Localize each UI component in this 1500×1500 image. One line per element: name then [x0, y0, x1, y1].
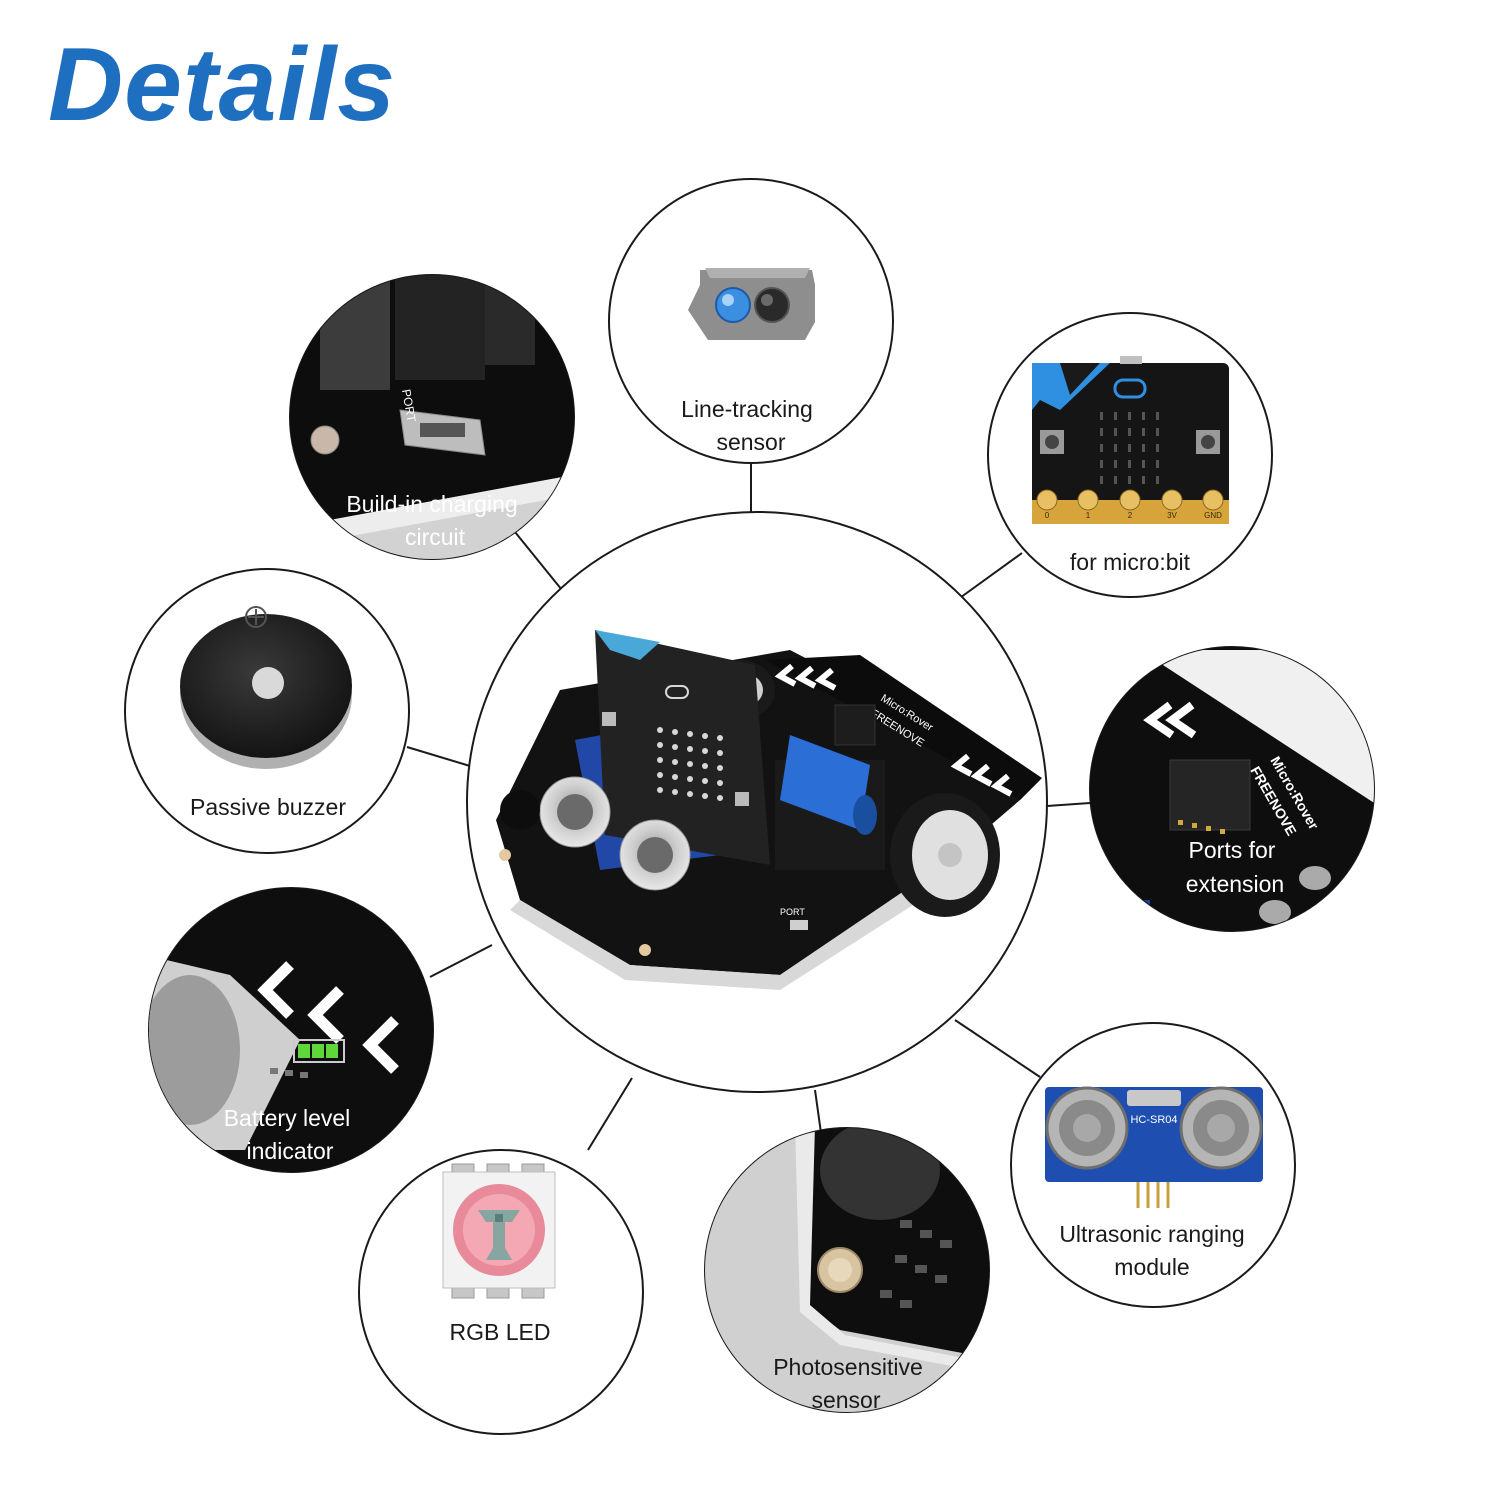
photo-label-1: Photosensitive	[773, 1354, 923, 1380]
line-tracking-sensor-circle: Line-tracking sensor	[608, 178, 894, 464]
ultrasonic-module-circle: HC-SR04 Ultrasonic ranging module	[1010, 1022, 1296, 1308]
rover-illustration: FREENOVE Micro:Rover	[496, 630, 1042, 990]
pin-2-label: 2	[1128, 511, 1133, 520]
pin-gnd-label: GND	[1204, 511, 1222, 520]
battery-label-2: indicator	[247, 1138, 334, 1164]
charging-label-2: circuit	[405, 524, 466, 550]
photo-label-2: sensor	[811, 1387, 880, 1413]
rover-port-text: PORT	[780, 907, 805, 917]
ultrasonic-label-1: Ultrasonic ranging	[1059, 1221, 1244, 1247]
ports-label-1: Ports for	[1189, 837, 1276, 863]
line-tracking-label-2: sensor	[716, 429, 785, 455]
ultrasonic-label-2: module	[1114, 1254, 1189, 1280]
pin-0-label: 0	[1045, 511, 1050, 520]
photosensitive-sensor-circle: Photosensitive sensor	[704, 1127, 990, 1413]
hcsr-text: HC-SR04	[1130, 1114, 1177, 1126]
line-tracking-label-1: Line-tracking	[681, 396, 813, 422]
ports-label-2: extension	[1186, 871, 1284, 897]
connector-lines	[406, 463, 1091, 1151]
battery-indicator-circle: Battery level indicator	[148, 887, 434, 1173]
battery-label-1: Battery level	[224, 1105, 351, 1131]
charge-port-text: PORT	[399, 388, 419, 424]
ports-extension-circle: Micro:Rover FREENOVE Ports for extension	[1089, 646, 1375, 932]
buzzer-circle: Passive buzzer	[124, 568, 410, 854]
rover-circle: FREENOVE Micro:Rover	[466, 511, 1048, 1093]
microbit-circle: 0 1 2 3V GND for micro:bit	[987, 312, 1273, 598]
buzzer-label: Passive buzzer	[190, 794, 346, 820]
rgb-led-label: RGB LED	[450, 1319, 551, 1345]
charging-label-1: Build-in charging	[346, 491, 517, 517]
charging-circuit-circle: PORT Build-in charging circuit	[289, 274, 575, 560]
rgb-led-circle: RGB LED	[358, 1149, 644, 1435]
page-title: Details	[48, 27, 397, 143]
microbit-label: for micro:bit	[1070, 549, 1191, 575]
pin-3v-label: 3V	[1167, 511, 1177, 520]
pin-1-label: 1	[1086, 511, 1091, 520]
